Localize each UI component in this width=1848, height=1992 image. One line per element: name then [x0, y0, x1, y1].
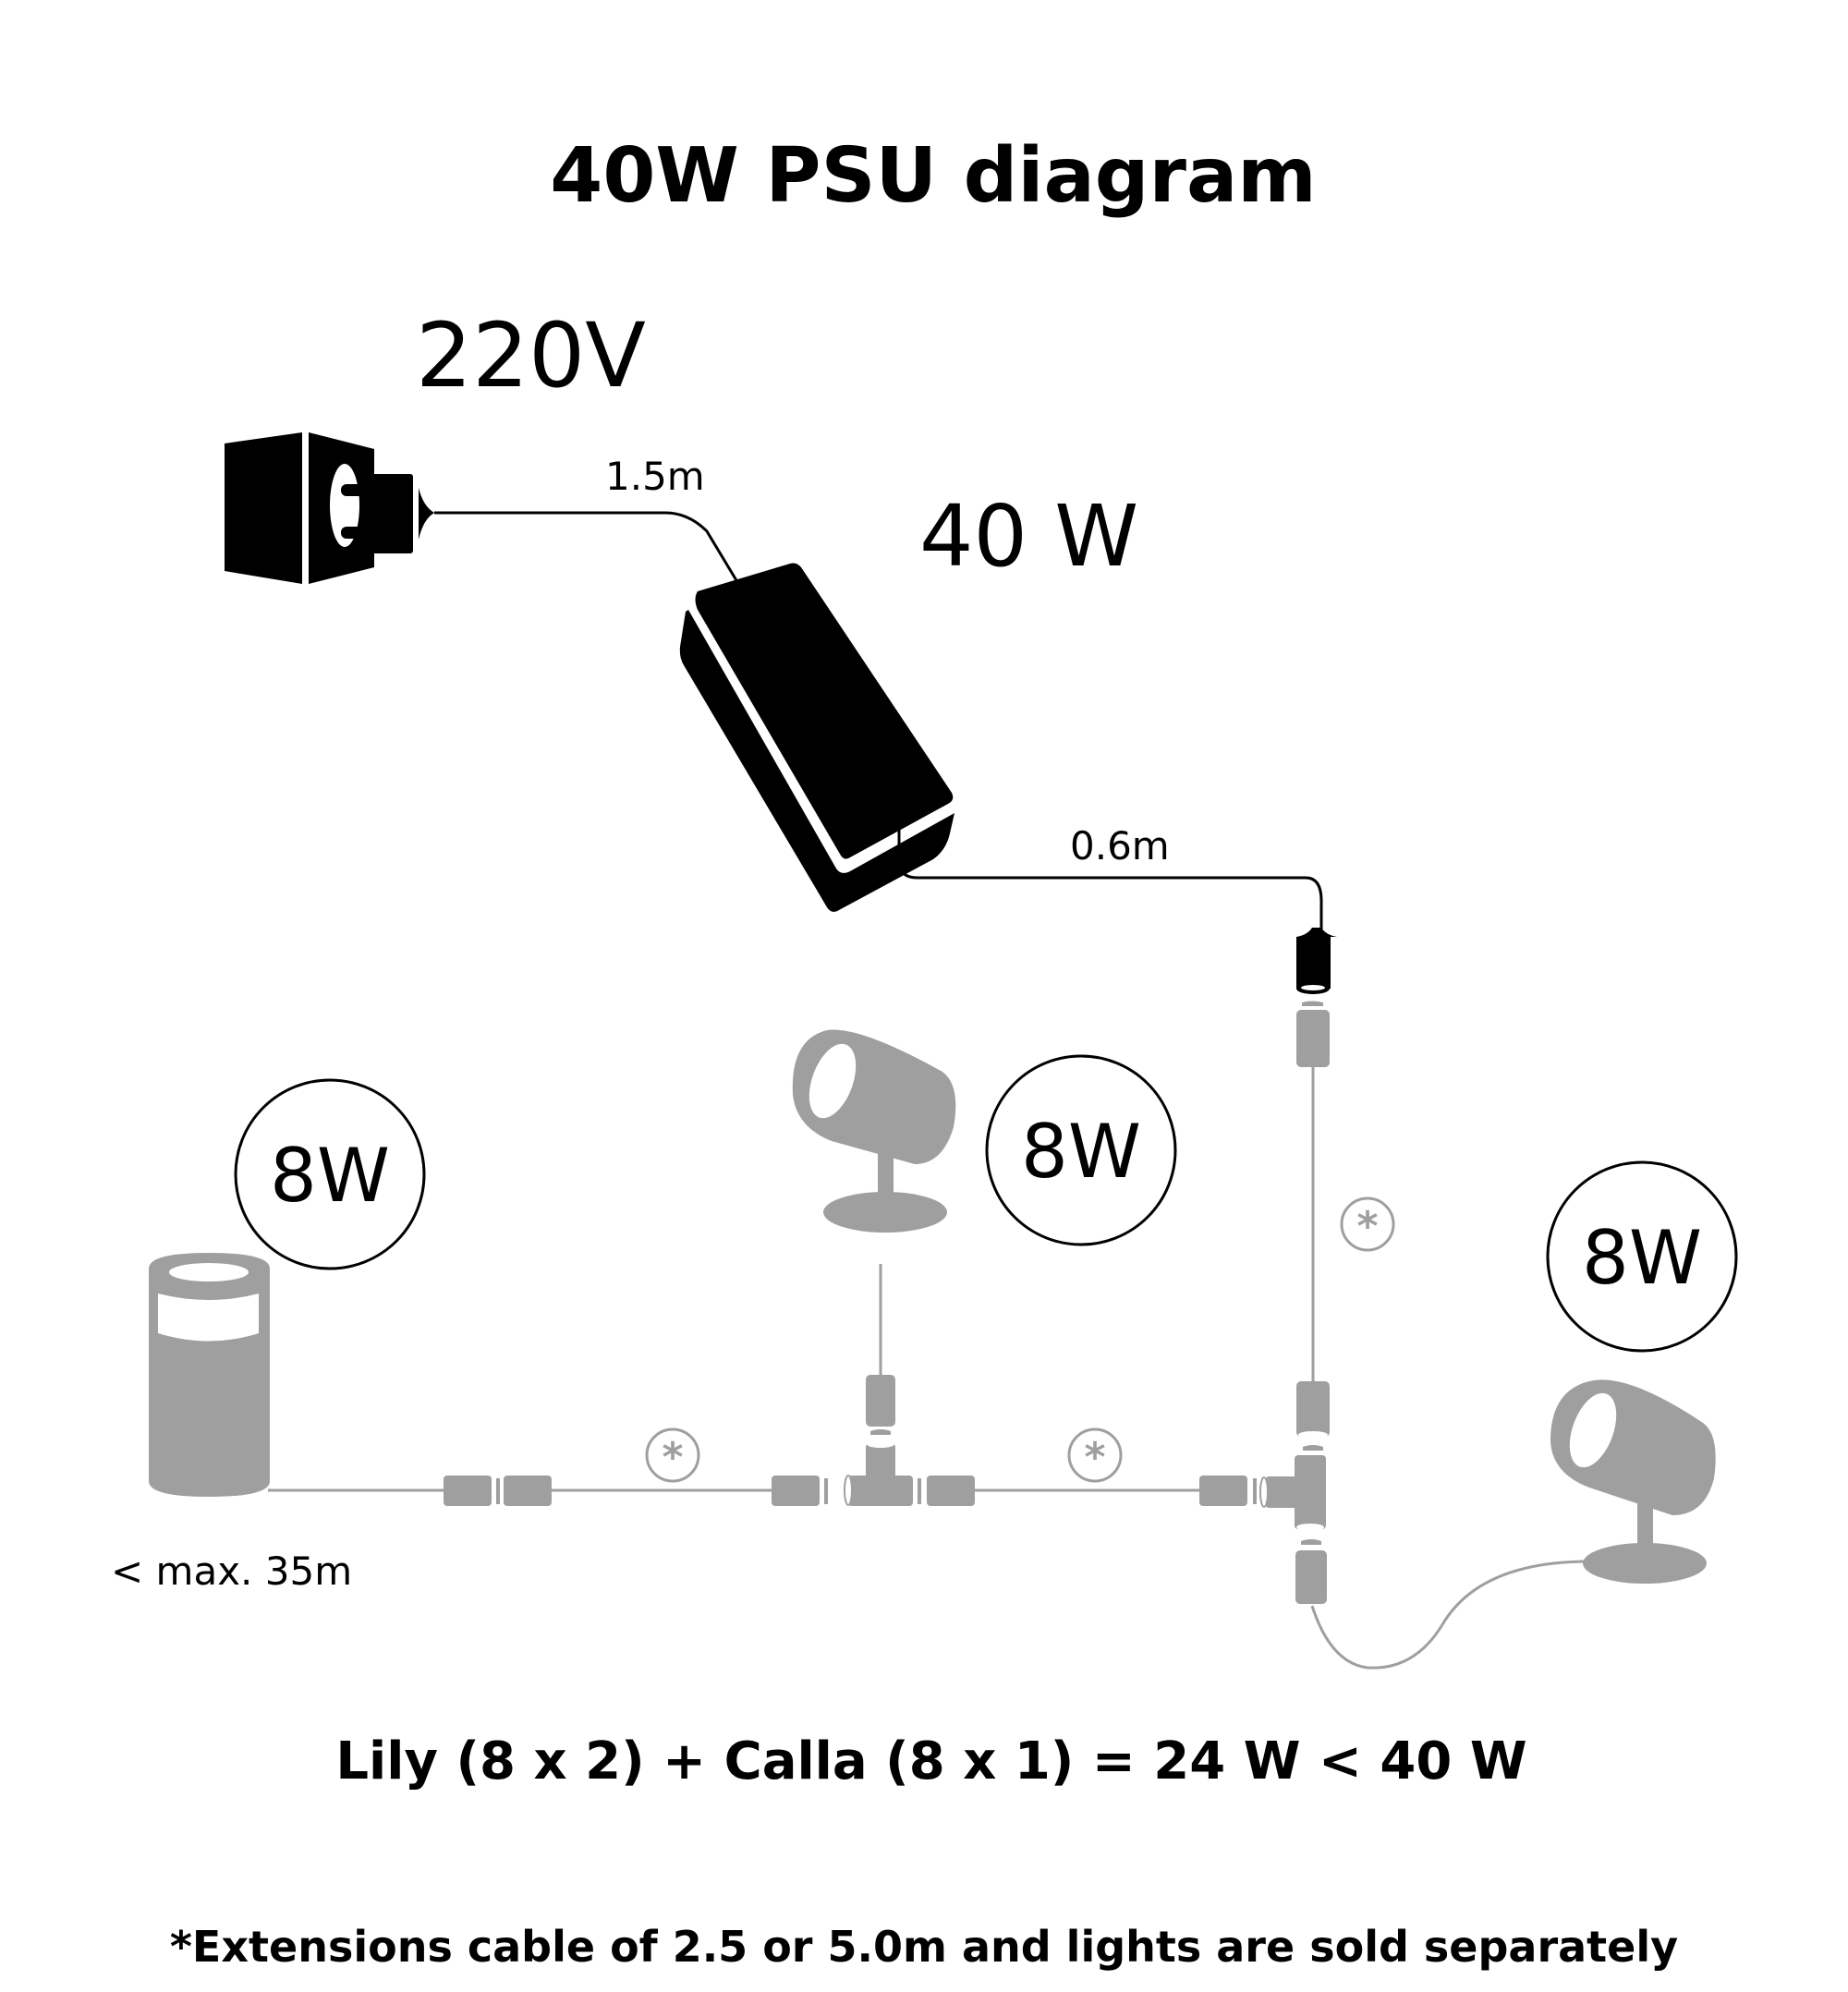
- lily-bollard-icon: [149, 1253, 270, 1497]
- calla-spotlight-icon: [1550, 1379, 1716, 1584]
- svg-text:8W: 8W: [1021, 1109, 1141, 1195]
- power-equation: Lily (8 x 2) + Calla (8 x 1) = 24 W < 40…: [335, 1731, 1526, 1792]
- power-badge-lily-bollard: 8W: [234, 1078, 426, 1270]
- extension-marker-middle: *: [1067, 1427, 1123, 1483]
- extension-cable-vertical: [1296, 1001, 1330, 1439]
- extension-marker-vertical: *: [1340, 1196, 1395, 1252]
- max-run-label: < max. 35m: [111, 1549, 352, 1594]
- svg-text:8W: 8W: [270, 1133, 390, 1219]
- page-title: 40W PSU diagram: [550, 132, 1316, 220]
- svg-text:*: *: [1084, 1434, 1105, 1481]
- calla-cable: [1310, 1560, 1590, 1670]
- psu-icon: [679, 563, 954, 912]
- wall-socket-icon: [225, 432, 374, 584]
- extension-marker-left: *: [645, 1427, 700, 1483]
- psu-output-cable: [897, 793, 1323, 933]
- mains-cable: [434, 511, 783, 655]
- lily-spotlight-icon: [792, 1029, 956, 1233]
- extension-cable-horizontal: [268, 1264, 1257, 1506]
- svg-text:8W: 8W: [1582, 1215, 1702, 1301]
- t-junction-right: [1259, 1445, 1327, 1604]
- svg-text:*: *: [1356, 1203, 1378, 1250]
- psu-output-connector: [1296, 928, 1337, 994]
- psu-power-label: 40 W: [919, 487, 1138, 586]
- svg-text:*: *: [662, 1434, 683, 1481]
- mains-voltage-label: 220V: [416, 304, 646, 407]
- plug-cable-length-label: 1.5m: [605, 454, 705, 499]
- psu-output-cable-length-label: 0.6m: [1070, 823, 1170, 868]
- footnote: *Extensions cable of 2.5 or 5.0m and lig…: [170, 1922, 1678, 1972]
- power-badge-lily-spotlight: 8W: [985, 1054, 1177, 1246]
- plug-icon: [341, 474, 434, 553]
- power-badge-calla-spotlight: 8W: [1546, 1160, 1738, 1353]
